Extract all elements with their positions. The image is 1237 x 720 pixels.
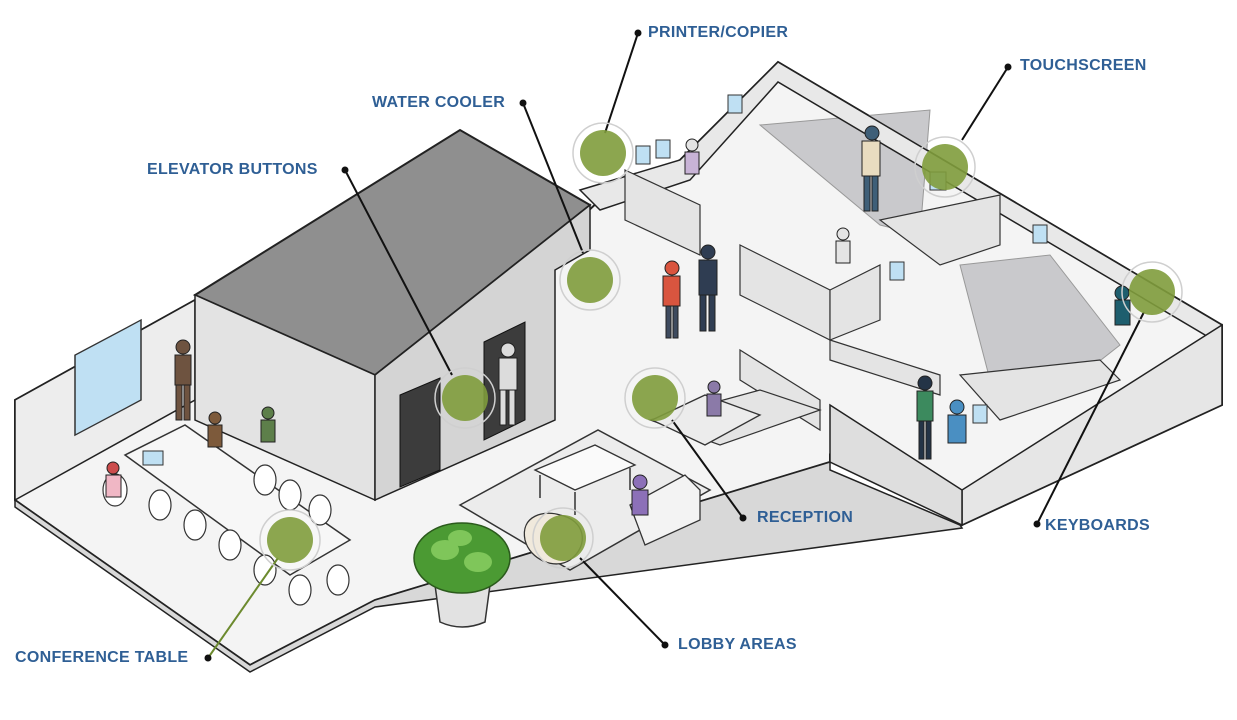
label-elevator-buttons: ELEVATOR BUTTONS xyxy=(147,161,318,178)
hotspot-printer-copier xyxy=(572,122,634,184)
hotspot-conference-table xyxy=(259,509,321,571)
label-printer-copier: PRINTER/COPIER xyxy=(648,24,789,41)
label-touchscreen: TOUCHSCREEN xyxy=(1020,57,1147,74)
reception-desk xyxy=(650,394,762,446)
hotspot-keyboards xyxy=(1121,261,1183,323)
hotspot-water-cooler xyxy=(559,249,621,311)
leader-lines xyxy=(344,32,1145,646)
monitors xyxy=(635,94,1048,424)
label-conference-table: CONFERENCE TABLE xyxy=(15,649,189,666)
hotspot-reception xyxy=(624,367,686,429)
hotspot-lobby-areas xyxy=(532,507,594,569)
label-keyboards: KEYBOARDS xyxy=(1045,517,1150,534)
label-reception: RECEPTION xyxy=(757,509,854,526)
hotspot-touchscreen xyxy=(914,136,976,198)
leader-dots xyxy=(204,29,1041,662)
label-lobby-areas: LOBBY AREAS xyxy=(678,636,797,653)
conference-leader-line xyxy=(207,557,279,659)
potted-plant xyxy=(413,522,511,628)
label-water-cooler: WATER COOLER xyxy=(372,94,506,111)
office-walls xyxy=(578,61,1223,527)
hotspots xyxy=(259,122,1183,571)
people xyxy=(105,125,1131,516)
hotspot-elevator-buttons xyxy=(434,367,496,429)
